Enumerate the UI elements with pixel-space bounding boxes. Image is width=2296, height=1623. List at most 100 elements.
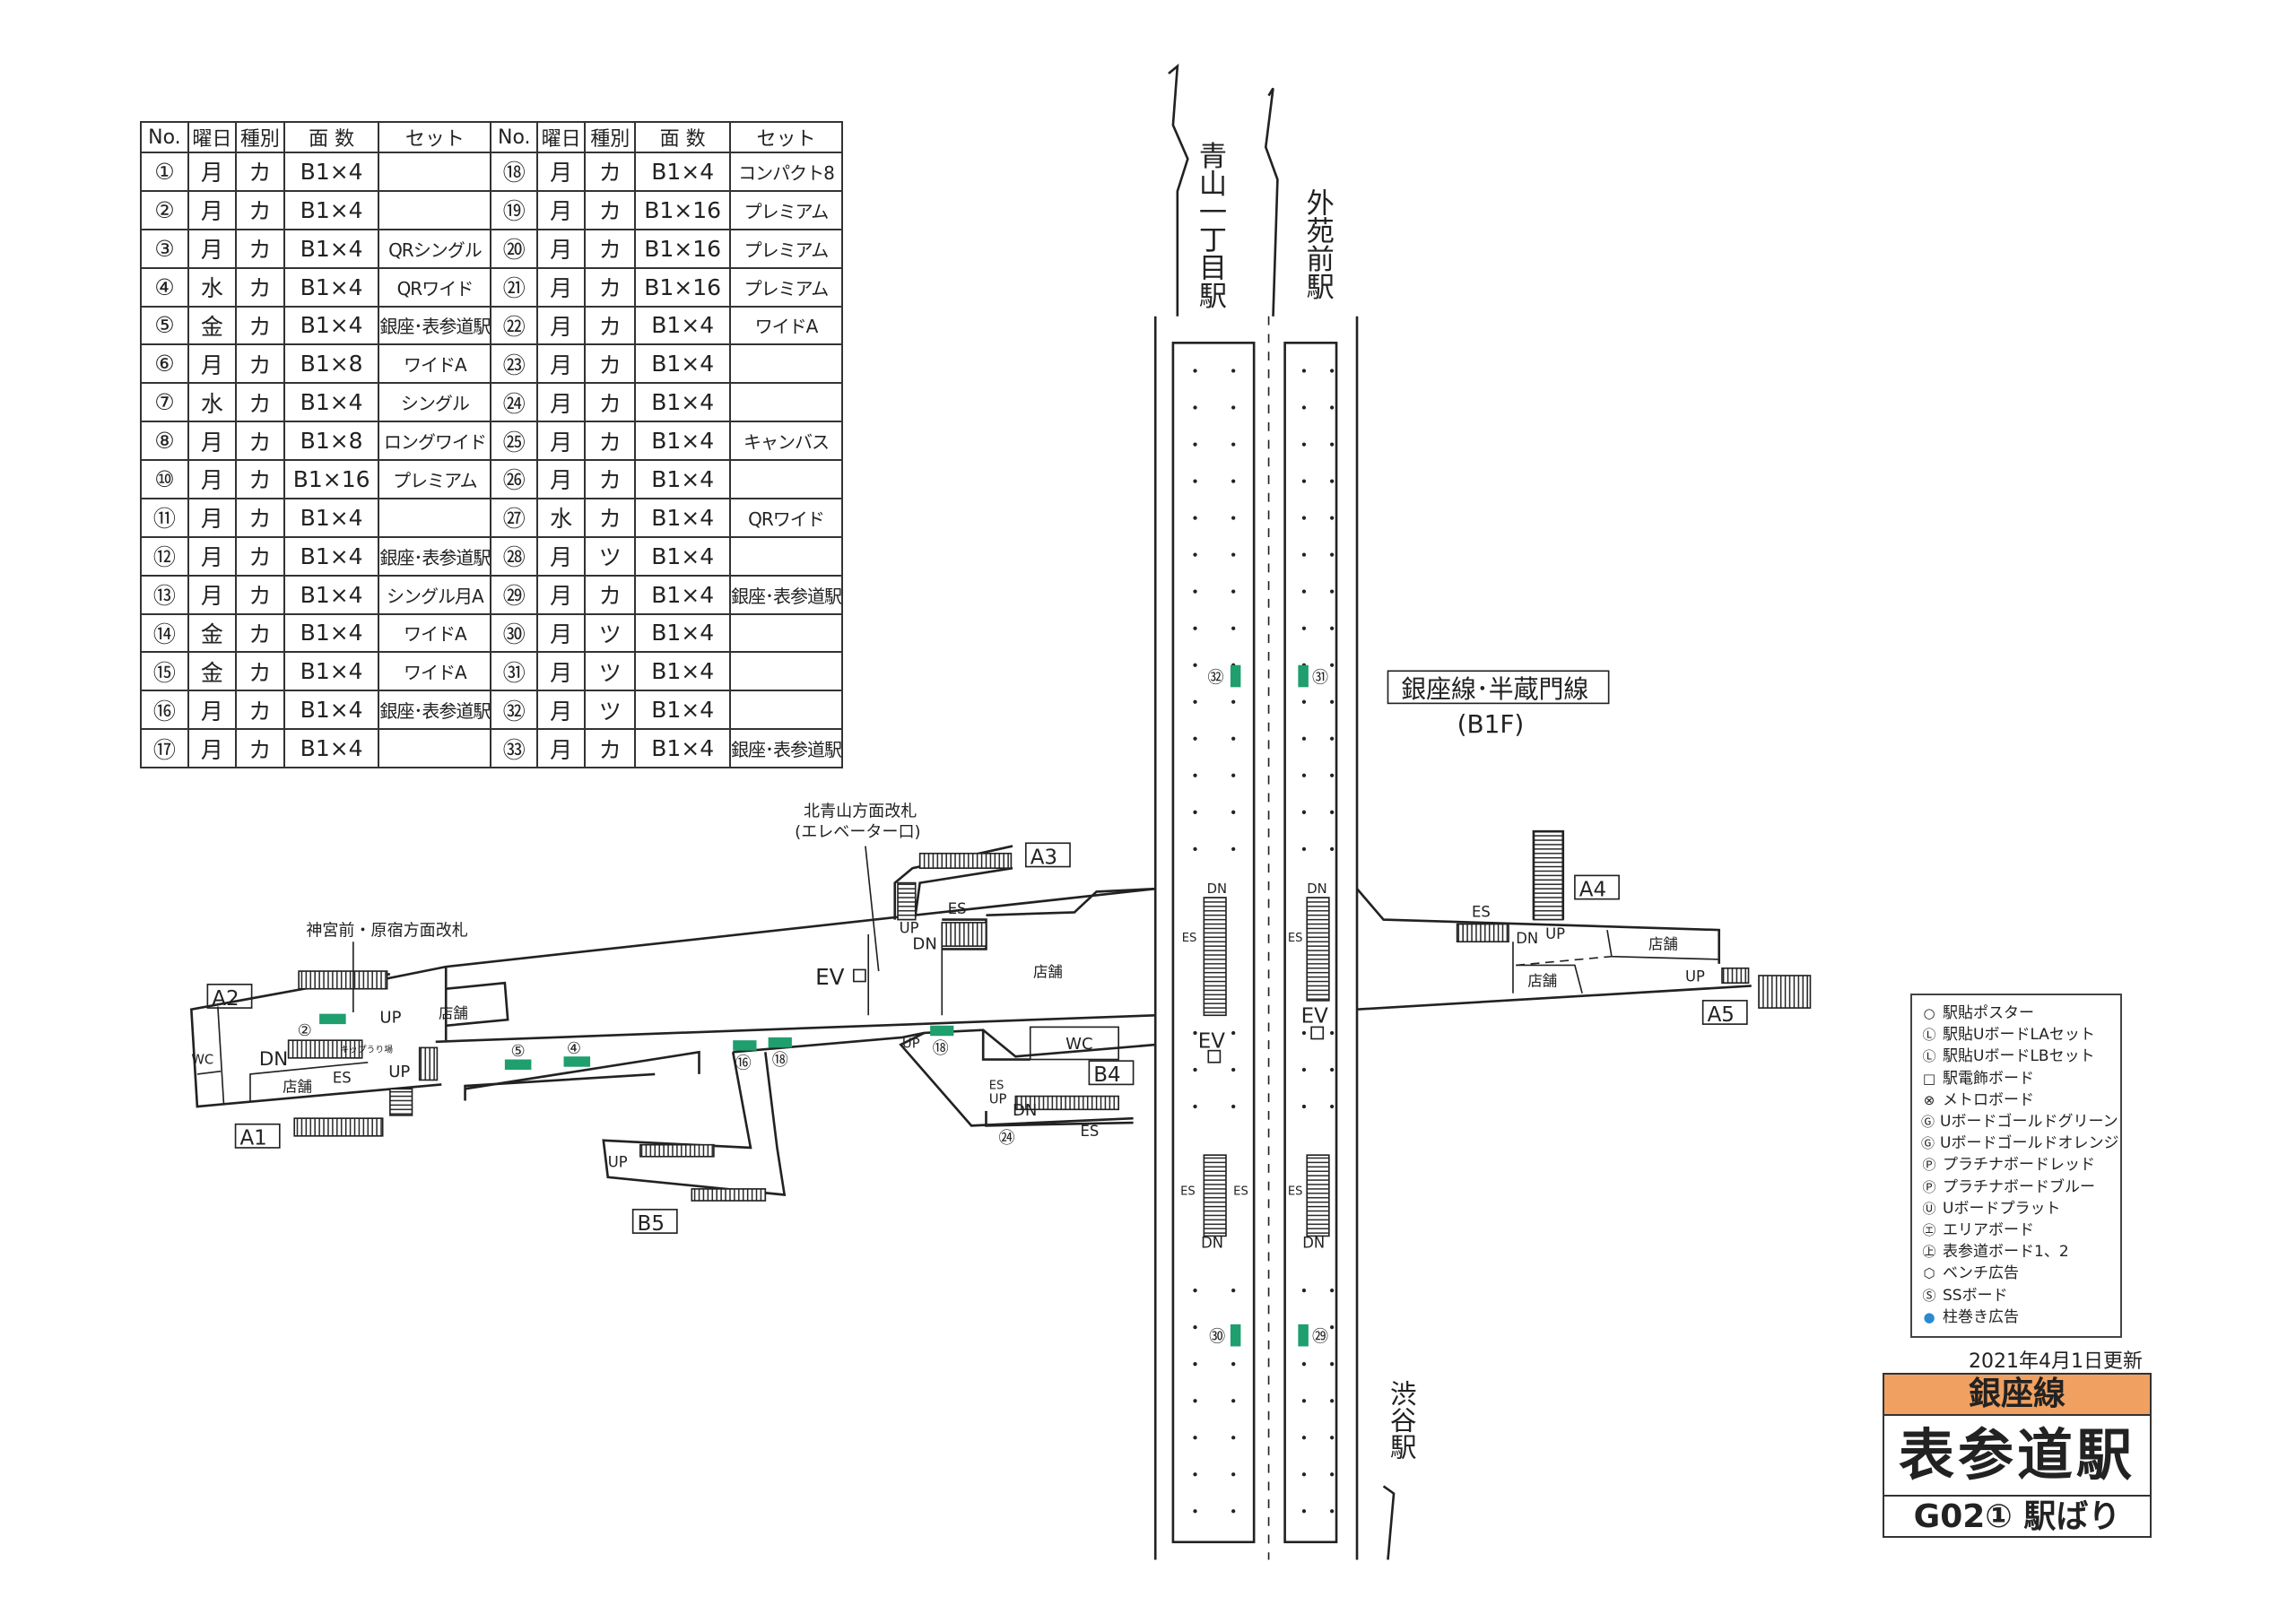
pillar-dot xyxy=(1301,1067,1307,1072)
type: カ xyxy=(234,459,285,499)
legend-label: 表参道ボード1、2 xyxy=(1943,1243,2069,1262)
panel-count: B1×4 xyxy=(634,535,731,577)
exit-a5[interactable]: A5 xyxy=(1708,1003,1735,1027)
ad-number: ㉖ xyxy=(490,459,539,499)
pillar-dot xyxy=(1231,1030,1236,1036)
ad-number: ⑰ xyxy=(140,728,189,768)
lb-icon: Ⓛ xyxy=(1922,1048,1936,1065)
ad-board-marker[interactable] xyxy=(733,1040,757,1051)
weekday: 月 xyxy=(536,535,587,577)
exit-a1[interactable]: A1 xyxy=(239,1127,266,1150)
panel-count: B1×4 xyxy=(283,497,380,538)
pillar-dot xyxy=(1231,626,1236,630)
weekday: 月 xyxy=(187,421,237,461)
set-name xyxy=(728,690,844,731)
ad-board-marker[interactable] xyxy=(504,1059,532,1070)
pillar-dot xyxy=(1193,626,1197,630)
pillar-dot xyxy=(1231,369,1236,373)
tracks xyxy=(1153,63,1396,1560)
weekday: 月 xyxy=(187,459,237,499)
pillar-dot xyxy=(1329,552,1335,557)
column-header: No. xyxy=(140,121,189,153)
ad-number: ① xyxy=(140,152,189,192)
pillar-dot xyxy=(1301,552,1307,557)
ad-number: ⑲ xyxy=(490,189,539,230)
ad-board-marker[interactable] xyxy=(930,1025,954,1037)
pillar-dot xyxy=(1329,1030,1335,1036)
pillar-dot xyxy=(1301,479,1307,483)
ad-board-marker[interactable] xyxy=(1298,1324,1309,1347)
pillar-dot xyxy=(1231,1104,1236,1109)
dn-label: DN xyxy=(1307,881,1326,897)
metro-x-icon: ⊗ xyxy=(1923,1091,1935,1108)
type: カ xyxy=(234,728,285,768)
column-header: セット xyxy=(728,121,844,153)
panel-count: B1×4 xyxy=(634,152,731,192)
exit-a4[interactable]: A4 xyxy=(1579,878,1606,901)
set-name xyxy=(378,189,492,230)
panel-count: B1×4 xyxy=(283,152,380,192)
panel-count: B1×4 xyxy=(634,497,731,538)
pillar-dot xyxy=(1301,1436,1307,1440)
ad-number: ⑤ xyxy=(140,305,189,346)
panel-count: B1×4 xyxy=(283,305,380,346)
weekday: 月 xyxy=(187,228,237,269)
up-label: UP xyxy=(608,1153,628,1170)
weekday: 月 xyxy=(536,421,587,461)
ticket-machine-label: キップうり場 xyxy=(340,1043,393,1055)
type: ツ xyxy=(584,612,637,654)
pillar-dot xyxy=(1329,699,1335,704)
es-label: ES xyxy=(1472,903,1491,920)
ad-board-marker[interactable] xyxy=(1230,1324,1241,1347)
panel-count: B1×4 xyxy=(283,574,380,615)
set-name xyxy=(728,651,844,692)
ad-number-label: ㉛ xyxy=(1312,668,1328,687)
ad-number: ㉝ xyxy=(490,728,539,768)
exit-b5[interactable]: B5 xyxy=(638,1212,665,1236)
set-name: プレミアム xyxy=(378,459,492,499)
pillar-dot xyxy=(1193,405,1197,410)
exit-b4[interactable]: B4 xyxy=(1093,1063,1120,1087)
ad-board-marker[interactable] xyxy=(768,1037,792,1048)
ad-number-label: ㉜ xyxy=(1207,668,1223,687)
legend-item: ㋓エリアボード xyxy=(1921,1219,2111,1241)
legend-label: 駅貼UボードLAセット xyxy=(1943,1026,2095,1045)
ad-board-marker[interactable] xyxy=(319,1013,346,1025)
pillar-dot xyxy=(1329,516,1335,520)
sheet-code: G02① 駅ばり xyxy=(1913,1498,2121,1535)
wc-label: WC xyxy=(191,1052,213,1067)
type: カ xyxy=(234,266,285,308)
panel-count: B1×4 xyxy=(283,612,380,654)
dn-label: DN xyxy=(1516,930,1538,947)
set-name: コンパクト8 xyxy=(728,152,844,192)
blue-dot-icon: ● xyxy=(1923,1308,1935,1325)
ad-board-marker[interactable] xyxy=(1230,664,1241,688)
type: カ xyxy=(584,497,637,538)
wc-label: WC xyxy=(1065,1035,1092,1054)
set-name xyxy=(728,612,844,654)
ad-number: ㉒ xyxy=(490,305,539,346)
ad-number: ⑭ xyxy=(140,612,189,654)
dn-label: DN xyxy=(1207,881,1227,897)
panel-count: B1×4 xyxy=(283,382,380,423)
pillar-dot xyxy=(1329,1362,1335,1367)
exit-a2[interactable]: A2 xyxy=(212,987,239,1011)
pillar-dot xyxy=(1231,846,1236,851)
set-name: プレミアム xyxy=(728,266,844,308)
ad-board-marker[interactable] xyxy=(563,1056,591,1067)
ad-number: ㉔ xyxy=(490,382,539,423)
panel-count: B1×4 xyxy=(283,228,380,269)
pillar-dot xyxy=(1329,736,1335,741)
panel-count: B1×4 xyxy=(634,459,731,499)
panel-count: B1×16 xyxy=(634,266,731,308)
exit-a3[interactable]: A3 xyxy=(1031,846,1057,869)
pillar-dot xyxy=(1329,1399,1335,1403)
ad-board-marker[interactable] xyxy=(1298,664,1309,688)
ad-number: ㉜ xyxy=(490,690,539,731)
